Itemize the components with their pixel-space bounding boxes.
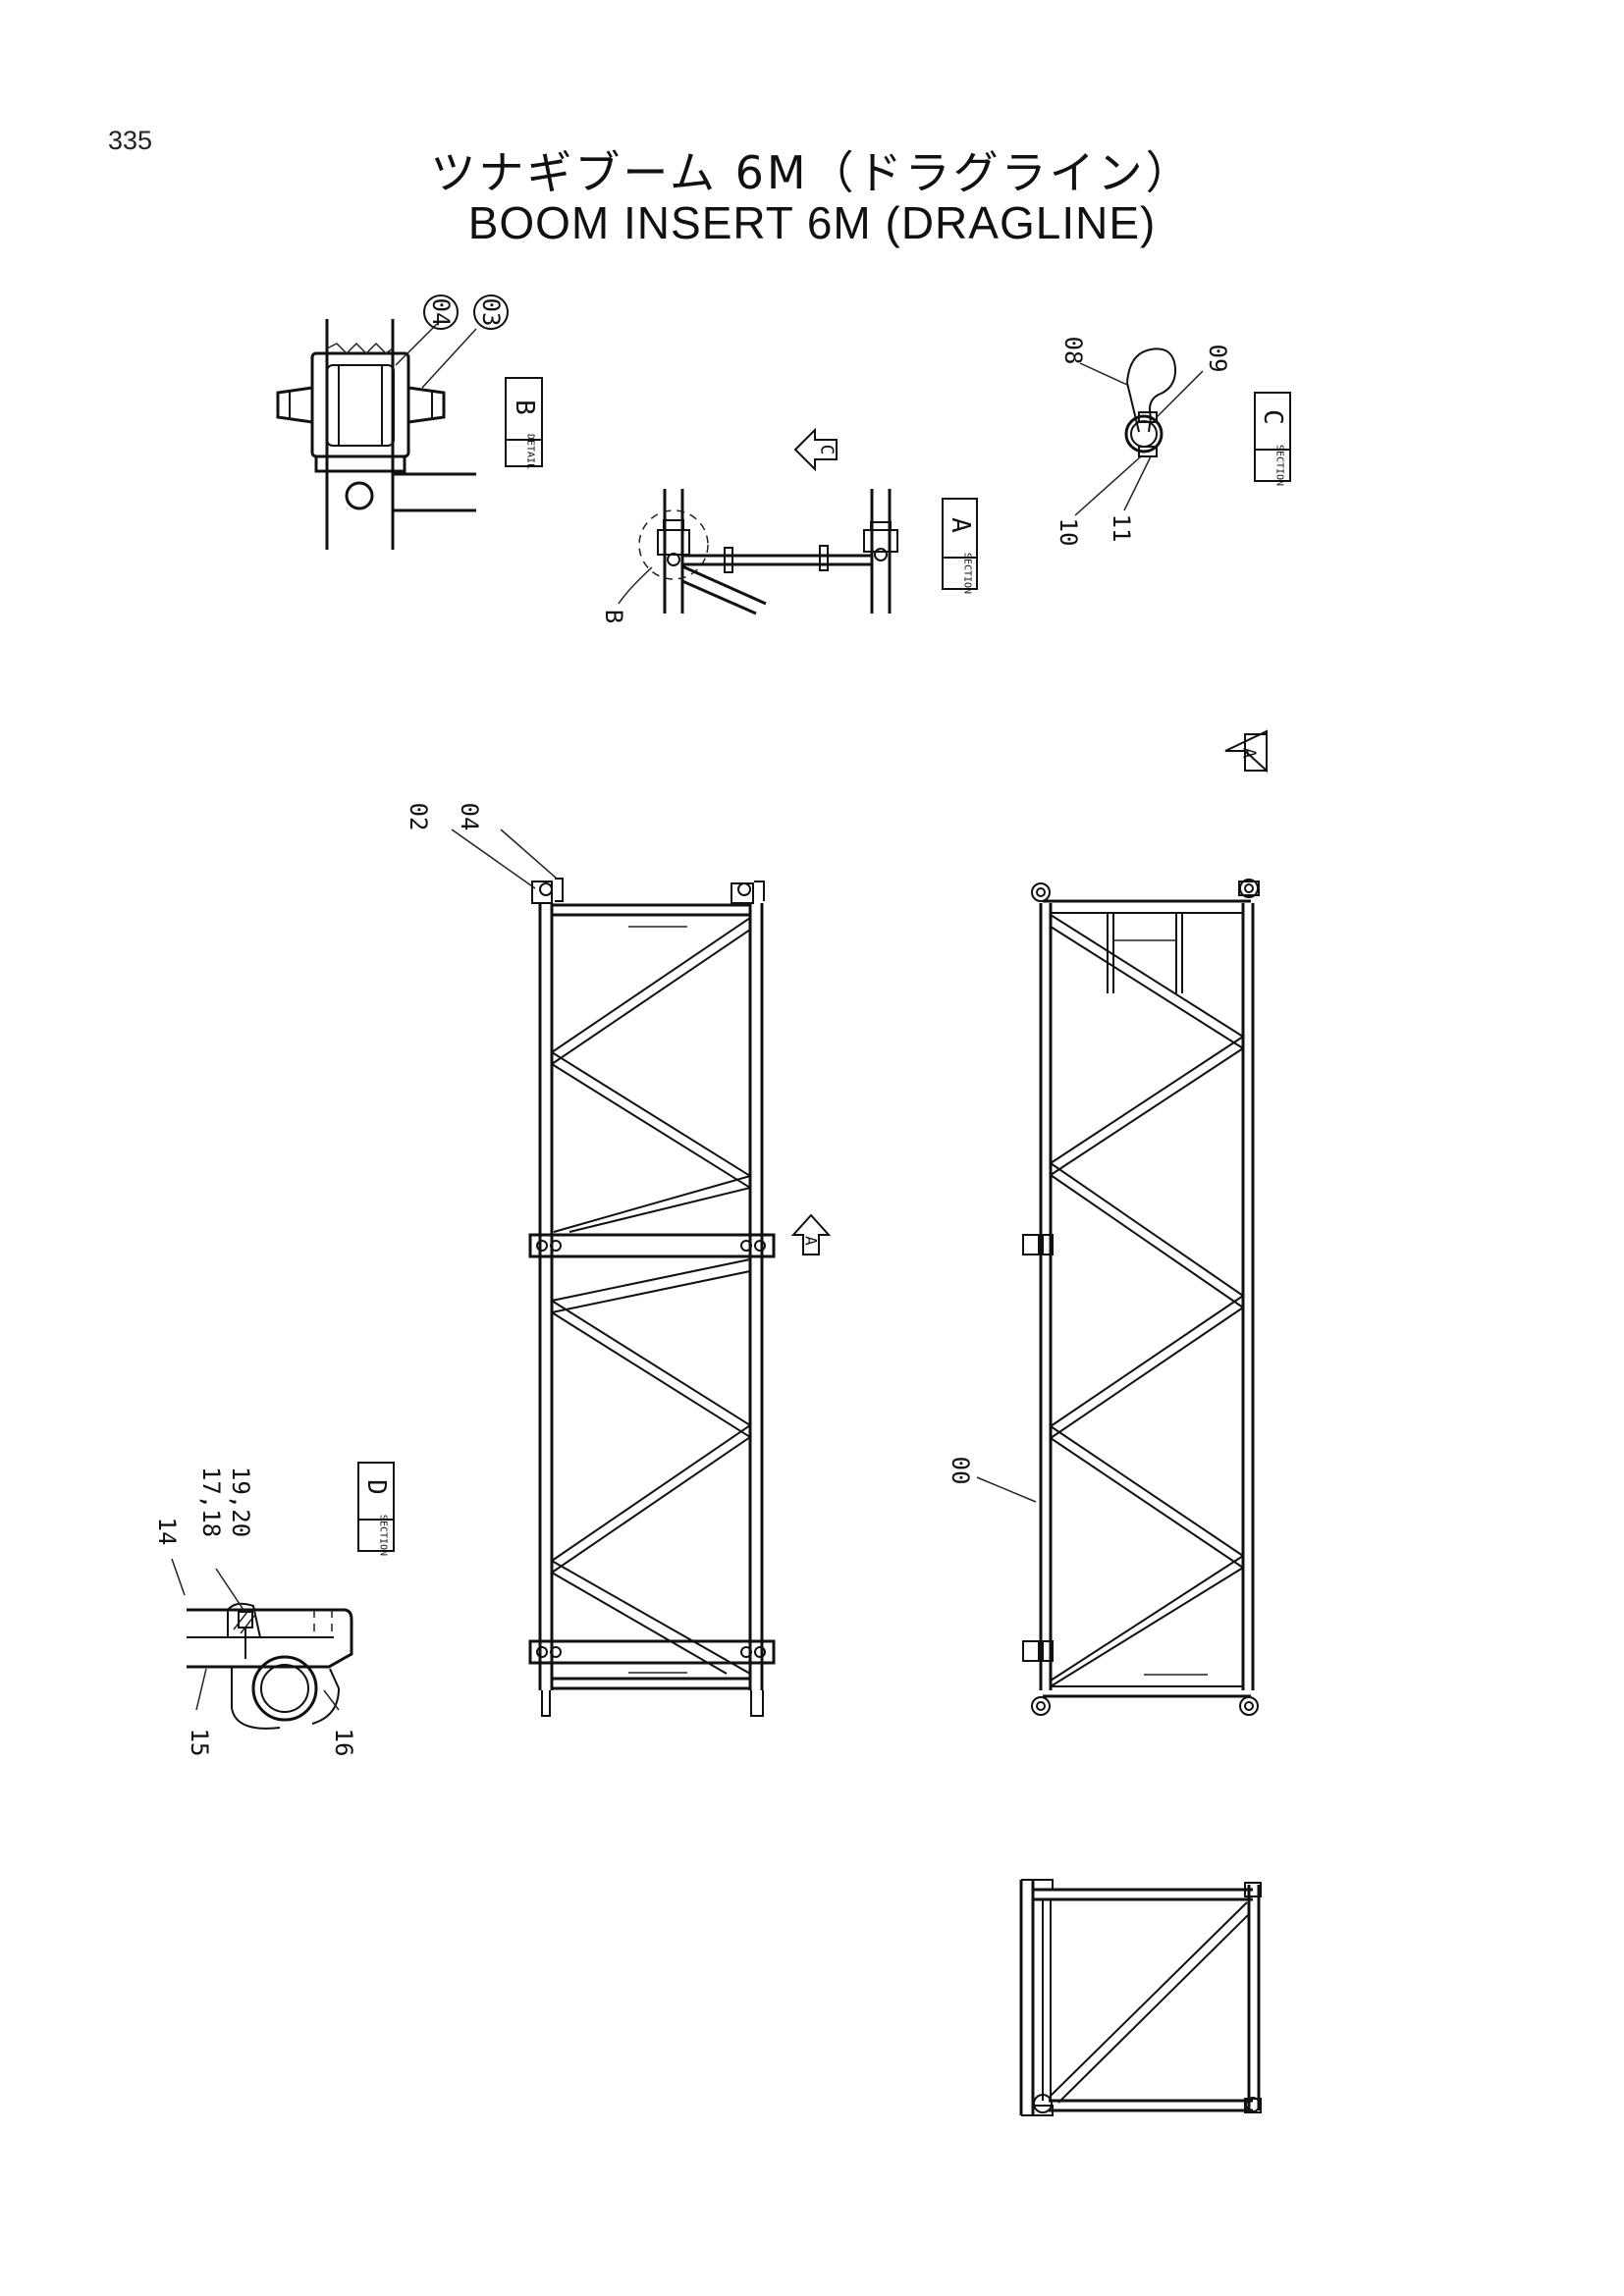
title-japanese: ツナギブーム 6M（ドラグライン） [430, 146, 1194, 199]
section-d-letter: D [361, 1479, 391, 1495]
part-label-08: 08 [1059, 337, 1087, 365]
part-label-b: B [600, 610, 627, 623]
part-label-02: 02 [405, 803, 432, 831]
section-a-caption: SECTION [962, 553, 973, 594]
part-label-16: 16 [330, 1729, 357, 1757]
section-c-caption: SECTION [1274, 445, 1285, 486]
view-arrow-a-right-letter: A [1239, 748, 1260, 759]
part-label-10: 10 [1055, 518, 1082, 547]
detail-b-view: 04 03 B DETAIL [276, 294, 543, 550]
title-english: BOOM INSERT 6M (DRAGLINE) [467, 197, 1157, 248]
section-a-letter: A [946, 517, 975, 533]
part-label-15: 15 [186, 1729, 213, 1757]
part-label-04b: 04 [456, 803, 483, 831]
part-label-19-20: 19,20 [227, 1467, 254, 1537]
view-arrow-c-letter: C [817, 445, 838, 455]
main-front-view: 02 04 A [405, 803, 832, 1717]
section-c-letter: C [1258, 409, 1287, 425]
part-label-04: 04 [427, 298, 455, 327]
end-view [1019, 1879, 1262, 2116]
part-label-09: 09 [1204, 345, 1231, 373]
section-c-view: 08 09 10 11 C SECTION [1055, 337, 1291, 547]
view-arrow-a-right: A [1224, 729, 1268, 774]
section-d-caption: SECTION [378, 1515, 389, 1556]
page-number: 335 [108, 126, 153, 155]
part-label-11: 11 [1108, 514, 1135, 543]
part-label-00: 00 [947, 1457, 974, 1485]
part-label-03: 03 [477, 298, 505, 327]
part-label-17-18: 17,18 [197, 1467, 225, 1537]
section-d-view: D SECTION 14 17,18 19,20 [153, 1462, 395, 1757]
section-a-view: C B [600, 427, 978, 623]
part-label-14: 14 [153, 1518, 181, 1546]
detail-b-caption: DETAIL [525, 434, 536, 469]
detail-b-letter: B [510, 400, 539, 415]
view-arrow-a-top-letter: A [802, 1236, 821, 1246]
main-side-view: 00 [947, 879, 1260, 1716]
